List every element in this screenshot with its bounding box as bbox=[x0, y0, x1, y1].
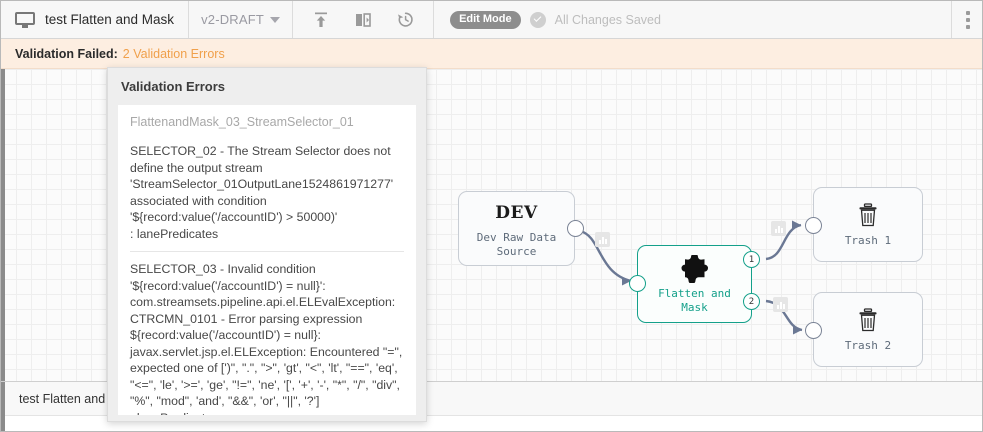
stage-dev-raw-data-source[interactable]: DEV Dev Raw Data Source bbox=[458, 191, 575, 266]
validation-errors-popup: Validation Errors FlattenandMask_03_Stre… bbox=[107, 67, 427, 422]
status-group: Edit Mode All Changes Saved bbox=[434, 1, 673, 38]
canvas-left-rail bbox=[1, 69, 5, 381]
stage-trash-1[interactable]: Trash 1 bbox=[813, 187, 923, 262]
toolbar-divider bbox=[951, 1, 952, 38]
stage-label-trash-2: Trash 2 bbox=[844, 339, 892, 352]
version-label: v2-DRAFT bbox=[201, 12, 265, 27]
publish-upload-icon[interactable] bbox=[311, 10, 331, 30]
toolbar-divider bbox=[292, 1, 294, 38]
page-title: test Flatten and Mask bbox=[45, 12, 175, 27]
check-circle-icon bbox=[529, 11, 546, 28]
trash-icon bbox=[859, 308, 877, 332]
validation-stage-ref: FlattenandMask_03_StreamSelector_01 bbox=[130, 115, 354, 129]
output-port-dev-raw-data-source[interactable] bbox=[567, 220, 584, 237]
bar-chart-badge-icon[interactable] bbox=[771, 221, 786, 236]
stage-trash-2[interactable]: Trash 2 bbox=[813, 292, 923, 367]
dev-icon-text: DEV bbox=[495, 203, 538, 223]
stage-icon-dev: DEV bbox=[495, 198, 537, 228]
validation-status-label: Validation Failed: bbox=[15, 46, 118, 61]
stage-flatten-and-mask[interactable]: Flatten and Mask bbox=[637, 245, 752, 323]
toolbar-divider bbox=[188, 1, 190, 38]
overflow-menu-button[interactable] bbox=[952, 1, 982, 38]
validation-error-item: SELECTOR_03 - Invalid condition '${recor… bbox=[130, 262, 403, 415]
validation-error-item: SELECTOR_02 - The Stream Selector does n… bbox=[130, 143, 404, 252]
bottom-row-label: test Flatten and bbox=[19, 391, 106, 406]
output-port-1-label: 1 bbox=[748, 254, 755, 265]
input-port-flatten-and-mask[interactable] bbox=[629, 275, 646, 292]
save-status-text: All Changes Saved bbox=[554, 12, 661, 27]
bottom-left-rail bbox=[1, 382, 5, 431]
output-port-1-flatten-and-mask[interactable]: 1 bbox=[743, 251, 760, 268]
stage-label-trash-1: Trash 1 bbox=[844, 234, 892, 247]
input-port-trash-2[interactable] bbox=[805, 322, 822, 339]
toolbar-spacer bbox=[673, 1, 951, 38]
monitor-icon bbox=[15, 11, 35, 28]
validation-errors-link[interactable]: 2 Validation Errors bbox=[122, 46, 225, 61]
bar-chart-badge-icon[interactable] bbox=[773, 297, 788, 312]
validation-errors-popup-title: Validation Errors bbox=[121, 79, 226, 94]
stage-icon-flatten-and-mask bbox=[680, 254, 710, 284]
toolbar-divider bbox=[433, 1, 435, 38]
stage-label-flatten-and-mask: Flatten and Mask bbox=[658, 286, 731, 314]
toolbar-actions bbox=[293, 1, 433, 38]
input-port-trash-1[interactable] bbox=[805, 217, 822, 234]
stage-icon-trash-1 bbox=[857, 201, 879, 231]
compare-versions-icon[interactable] bbox=[353, 10, 373, 30]
history-clock-icon[interactable] bbox=[395, 10, 415, 30]
trash-icon bbox=[859, 203, 877, 227]
stage-label-dev-raw-data-source: Dev Raw Data Source bbox=[476, 231, 557, 258]
version-selector[interactable]: v2-DRAFT bbox=[189, 1, 292, 38]
stage-icon-trash-2 bbox=[857, 306, 879, 336]
output-port-2-label: 2 bbox=[748, 296, 755, 307]
output-port-2-flatten-and-mask[interactable]: 2 bbox=[743, 293, 760, 310]
connector-edges bbox=[579, 220, 803, 335]
chevron-down-icon bbox=[270, 16, 281, 23]
top-toolbar: test Flatten and Mask v2-DRAFT bbox=[1, 1, 982, 39]
bar-chart-badge-icon[interactable] bbox=[595, 232, 610, 247]
validation-status-bar: Validation Failed: 2 Validation Errors bbox=[1, 39, 982, 69]
pipeline-title-group: test Flatten and Mask bbox=[1, 1, 188, 38]
edit-mode-badge[interactable]: Edit Mode bbox=[450, 10, 521, 29]
more-vertical-icon bbox=[966, 10, 970, 29]
validation-errors-list: FlattenandMask_03_StreamSelector_01 SELE… bbox=[118, 105, 416, 415]
puzzle-piece-icon bbox=[681, 254, 708, 283]
